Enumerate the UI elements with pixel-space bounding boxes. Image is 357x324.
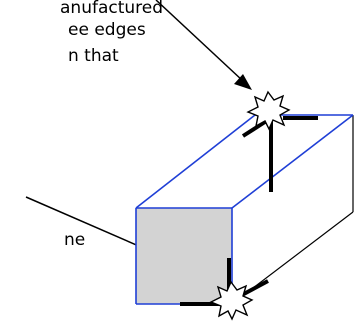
caption-line-4: ne bbox=[64, 230, 85, 250]
caption-line-3: n that bbox=[68, 46, 119, 66]
caption-line-1: anufactured bbox=[60, 0, 163, 18]
pointer-arrow-top bbox=[155, 0, 244, 82]
top-vertex-markers bbox=[241, 116, 318, 192]
arrowhead-top bbox=[234, 74, 252, 90]
front-face bbox=[136, 208, 232, 304]
starburst-icon bbox=[246, 90, 291, 131]
caption-line-2: ee edges bbox=[68, 20, 146, 40]
starburst-icon bbox=[209, 280, 254, 321]
